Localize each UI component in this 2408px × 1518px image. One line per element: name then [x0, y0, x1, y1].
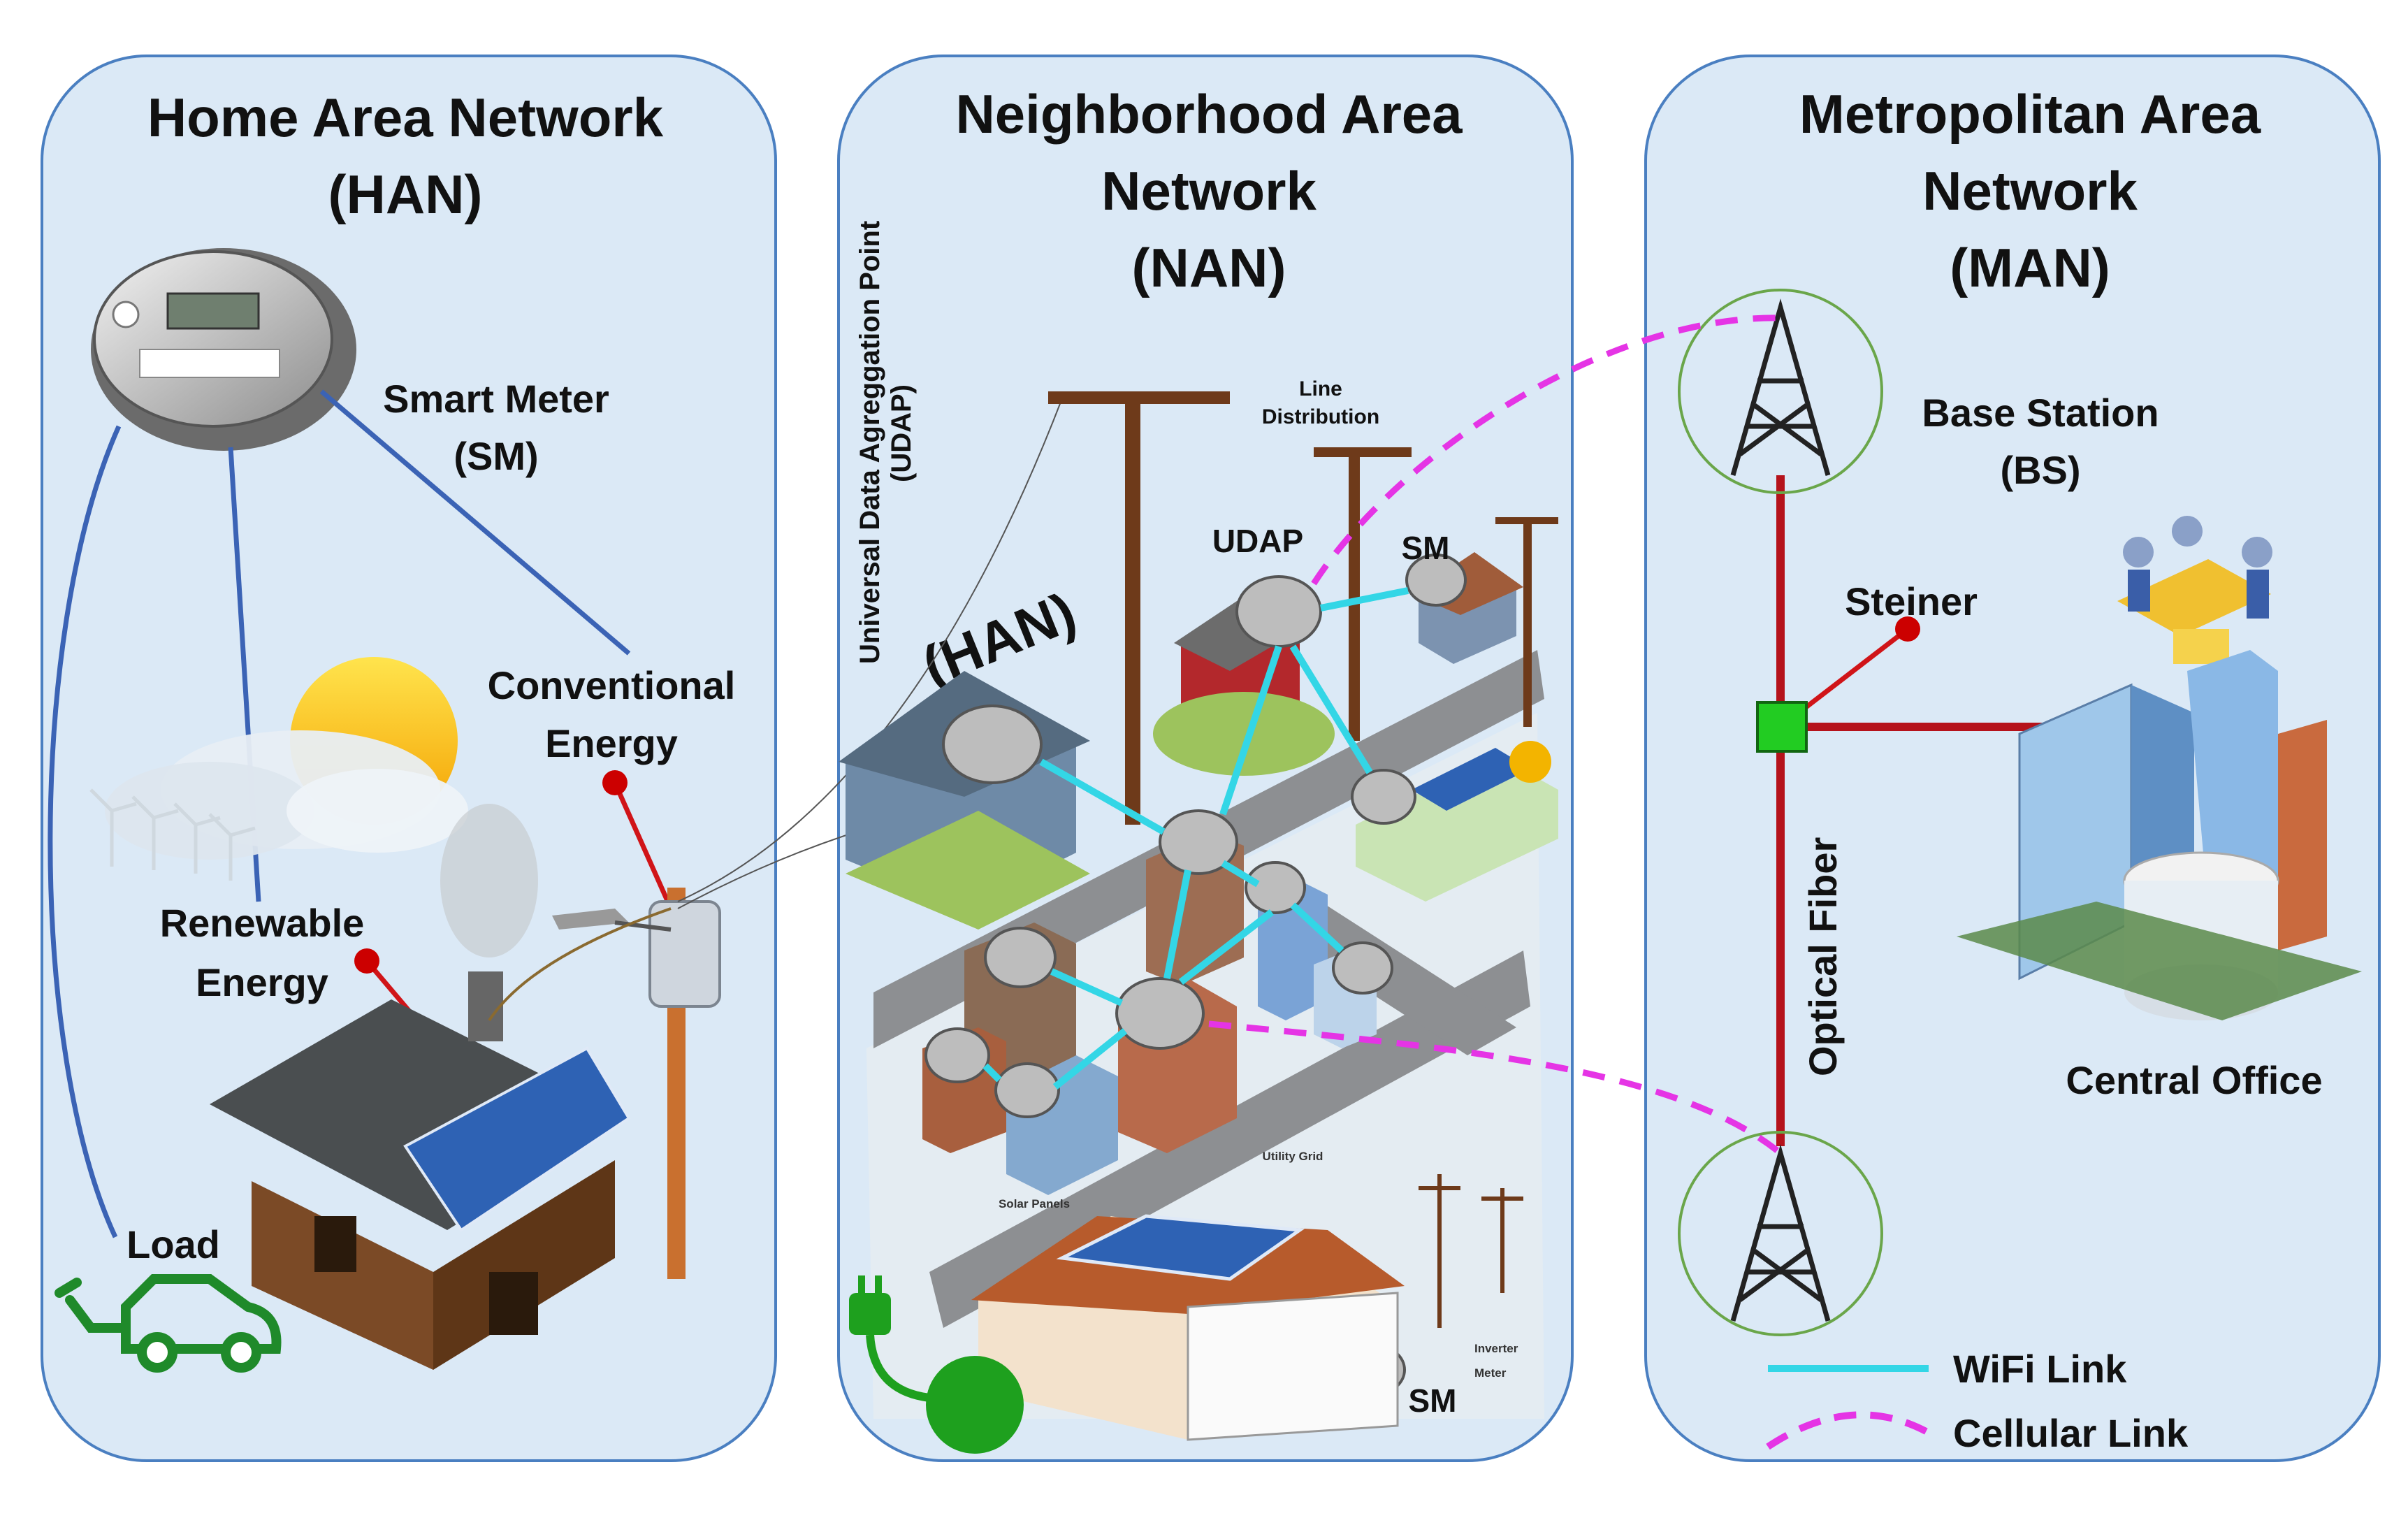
optical-fiber-label-wrap: Optical Fiber	[1801, 837, 1845, 1076]
central-office-building-icon	[1957, 650, 2362, 1020]
smart-meter-label-line1: Smart Meter	[383, 377, 609, 421]
wifi-links	[982, 587, 1409, 1090]
load-label: Load	[126, 1222, 220, 1266]
solar-meter-icon	[1351, 769, 1416, 825]
legend-cellular-label: Cellular Link	[1953, 1411, 2189, 1455]
cellular-link-city-to-bs	[1208, 1020, 1783, 1156]
meter-label: Meter	[1474, 1366, 1507, 1380]
cellular-link-udap-to-bs	[1311, 315, 1781, 586]
legend-wifi-label: WiFi Link	[1953, 1347, 2127, 1391]
nan-title-line1: Neighborhood Area	[955, 83, 1463, 145]
distribution-pole-icon	[1048, 391, 1558, 825]
udap-meter-icon	[1235, 575, 1322, 648]
pointer-renewable-dot	[354, 948, 379, 974]
nan-title-line2: Network	[1101, 160, 1317, 222]
nan-title-line3: (NAN)	[1132, 237, 1286, 298]
building-meter-icon	[1245, 861, 1306, 914]
udap-vertical-label: Universal Data Agreggation Point (UDAP)	[855, 221, 917, 664]
hub-meter-icon	[1159, 809, 1238, 875]
base-station-label-line2: (BS)	[2000, 448, 2080, 492]
utility-grid-tower-icon	[1419, 1174, 1523, 1328]
nan-smart-meters	[924, 554, 1467, 1395]
cell-tower-icon	[1730, 298, 1831, 476]
apt-meter-icon	[984, 927, 1057, 988]
electric-car-icon	[55, 1274, 282, 1373]
utility-grid-label: Utility Grid	[1263, 1150, 1323, 1163]
sm-top-label: SM	[1402, 530, 1450, 566]
han-title-line2: (HAN)	[328, 164, 483, 225]
house-icon	[210, 971, 631, 1370]
base-station-top-coverage	[1678, 289, 1883, 494]
lower-left-meter-icon	[924, 1027, 990, 1083]
line-distribution-label-line1: Line	[1299, 377, 1342, 400]
power-line-han-to-nan-1	[677, 398, 1063, 902]
cell-tower-bottom-icon	[1730, 1144, 1831, 1322]
conventional-energy-label-line2: Energy	[545, 721, 678, 765]
man-title-line2: Network	[1922, 160, 2138, 222]
wind-turbine-icon	[89, 788, 256, 881]
sm-bottom-label: SM	[1409, 1382, 1457, 1419]
optical-fiber-label: Optical Fiber	[1801, 837, 1845, 1076]
steiner-branch-dot	[1895, 616, 1920, 642]
green-energy-icon	[849, 1275, 1024, 1454]
central-office-label: Central Office	[2066, 1058, 2322, 1102]
steiner-node	[1756, 701, 1808, 753]
man-title-line3: (MAN)	[1950, 237, 2110, 298]
legend-cellular-swatch	[1766, 1411, 1931, 1450]
han-meter-icon	[942, 704, 1043, 784]
smart-meter-label-line2: (SM)	[454, 434, 538, 478]
man-panel	[1644, 55, 2381, 1462]
smart-meter-icon	[91, 248, 356, 451]
power-line-han	[488, 907, 672, 1022]
renewable-energy-label-line1: Renewable	[160, 901, 365, 945]
conventional-energy-label-line1: Conventional	[488, 663, 736, 707]
han-link-load	[48, 425, 122, 1238]
center-meter-icon	[1115, 977, 1205, 1050]
pointer-conventional	[612, 781, 674, 910]
udap-label: UDAP	[1212, 523, 1303, 559]
utility-pole-icon	[552, 888, 721, 1279]
office-workers-icon	[2117, 516, 2272, 664]
sm-meter-top-icon	[1405, 554, 1467, 607]
steiner-label: Steiner	[1845, 579, 1978, 623]
han-title-line1: Home Area Network	[147, 87, 664, 148]
solar-home-icon	[971, 1214, 1405, 1441]
smoke-icon	[440, 804, 538, 957]
base-station-bottom-coverage	[1678, 1131, 1883, 1336]
inverter-label: Inverter	[1474, 1342, 1518, 1355]
man-title-line1: Metropolitan Area	[1799, 83, 2261, 145]
line-distribution-label-line2: Distribution	[1262, 405, 1379, 428]
corner-meter-icon	[1332, 941, 1393, 995]
base-station-label-line1: Base Station	[1922, 391, 2159, 435]
renewable-energy-label-line2: Energy	[196, 960, 328, 1004]
solar-panels-label: Solar Panels	[999, 1197, 1070, 1210]
solar-house-icon	[1356, 741, 1558, 902]
cloud-icon	[105, 730, 468, 860]
udap-vertical-line1: Universal Data Agreggation Point	[855, 221, 885, 664]
udap-vertical-line2: (UDAP)	[886, 384, 917, 482]
han-link-conventional	[319, 389, 631, 656]
pointer-conventional-dot	[602, 770, 628, 795]
lower-meter-icon	[994, 1062, 1060, 1118]
